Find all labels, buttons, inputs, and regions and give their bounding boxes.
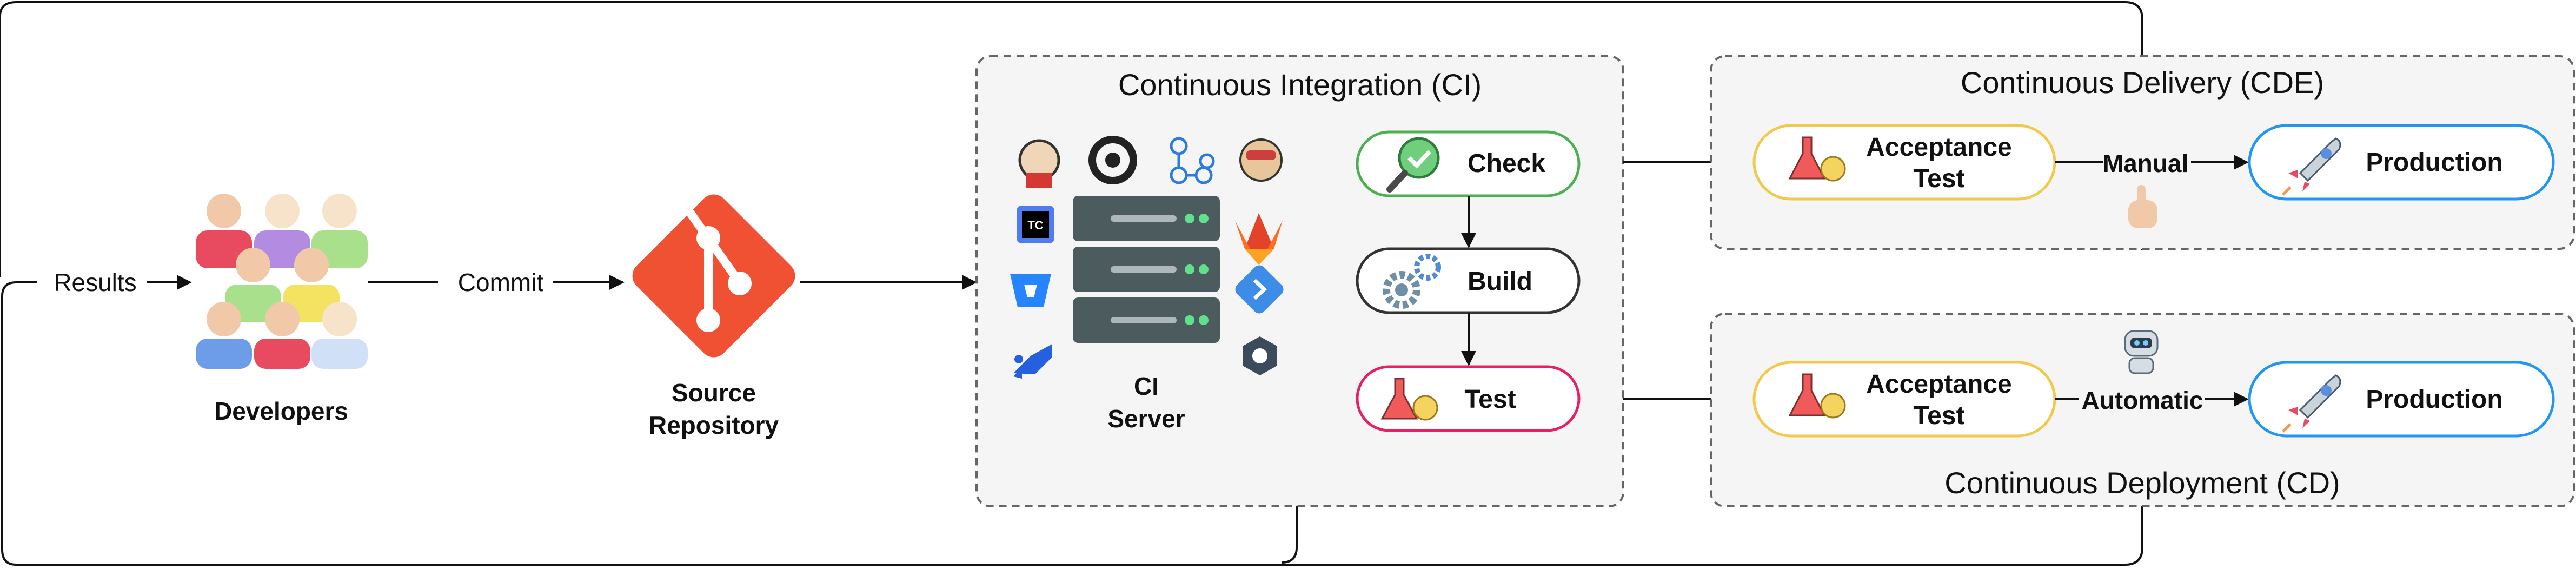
check-label: Check bbox=[1468, 149, 1545, 178]
rocket-icon bbox=[2282, 137, 2341, 196]
automatic-label: Automatic bbox=[2082, 386, 2203, 414]
outer-feedback-loop bbox=[0, 1, 2143, 277]
concourse-icon bbox=[1243, 336, 1277, 375]
cde-production bbox=[2248, 124, 2555, 201]
server-icon bbox=[1073, 196, 1220, 343]
outer-feedback-loop-bottom bbox=[1, 281, 2143, 566]
developers-icon bbox=[196, 194, 368, 369]
rocket-icon bbox=[2282, 374, 2341, 433]
bitbucket-icon bbox=[1010, 274, 1051, 307]
circleci-icon bbox=[1088, 136, 1137, 184]
cd-acceptance-label-line2: Test bbox=[1913, 401, 1964, 430]
cde-acceptance-label-line2: Test bbox=[1913, 164, 1964, 193]
developers-label: Developers bbox=[214, 397, 348, 425]
hand-pointer-icon bbox=[2128, 185, 2157, 228]
gears-icon bbox=[1383, 254, 1441, 309]
repo-label-line1: Source bbox=[672, 379, 756, 407]
results-label: Results bbox=[54, 268, 136, 296]
teamcity-icon: TC bbox=[1017, 206, 1054, 243]
cde-production-label: Production bbox=[2366, 148, 2502, 177]
cde-title: Continuous Delivery (CDE) bbox=[1961, 65, 2324, 100]
ci-title: Continuous Integration (CI) bbox=[1118, 68, 1482, 102]
gitlab-icon bbox=[1235, 213, 1283, 265]
cd-title: Continuous Deployment (CD) bbox=[1944, 466, 2340, 500]
build-label: Build bbox=[1468, 267, 1532, 296]
cde-acceptance-label-line1: Acceptance bbox=[1866, 133, 2011, 162]
test-label: Test bbox=[1464, 385, 1516, 414]
commit-label: Commit bbox=[458, 268, 544, 296]
robot-icon bbox=[2124, 330, 2159, 374]
cd-production bbox=[2248, 361, 2555, 438]
github-actions-icon bbox=[1170, 137, 1215, 184]
git-icon bbox=[632, 194, 795, 358]
semaphore-icon bbox=[1235, 265, 1284, 314]
lab-flask-icon bbox=[1788, 373, 1846, 419]
ci-server-label-line1: CI bbox=[1134, 372, 1159, 400]
cde-panel bbox=[1710, 55, 2575, 250]
check-icon bbox=[1386, 137, 1440, 193]
lab-flask-icon bbox=[1380, 378, 1438, 421]
repo-label-line2: Repository bbox=[649, 411, 779, 439]
jenkins-icon bbox=[1018, 139, 1060, 188]
manual-label: Manual bbox=[2103, 149, 2188, 177]
cd-acceptance-label-line1: Acceptance bbox=[1866, 370, 2011, 399]
svg-text:TC: TC bbox=[1027, 219, 1043, 232]
cd-production-label: Production bbox=[2366, 385, 2502, 414]
ci-return-connector bbox=[1281, 497, 1298, 564]
azure-pipelines-icon bbox=[1013, 344, 1052, 379]
lab-flask-icon bbox=[1788, 136, 1846, 182]
ci-server-label-line2: Server bbox=[1107, 405, 1185, 433]
travis-ci-icon bbox=[1239, 138, 1283, 182]
